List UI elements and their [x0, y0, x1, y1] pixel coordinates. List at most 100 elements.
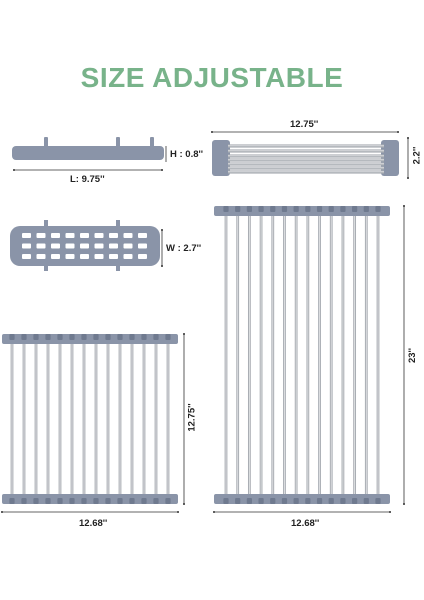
rack-clip — [352, 498, 358, 504]
rack-clip — [153, 334, 159, 340]
tray-slot — [22, 233, 31, 238]
rack-clip — [258, 498, 264, 504]
tray-slot — [109, 233, 118, 238]
rack-clip — [57, 334, 63, 340]
open-width-label: 12.68'' — [291, 518, 320, 529]
tray-slot — [138, 254, 147, 259]
tray-slot — [51, 233, 60, 238]
tray-slot — [80, 243, 89, 249]
tray-slot — [65, 254, 75, 259]
rack-clip — [363, 498, 369, 504]
rack-clip — [105, 498, 111, 504]
tray-slot — [123, 233, 133, 238]
rack-clip — [270, 498, 276, 504]
rack-clip — [141, 498, 147, 504]
rack-clip — [246, 206, 252, 212]
rack-clip — [21, 334, 27, 340]
rack-clip — [375, 206, 381, 212]
tray-slot — [123, 254, 133, 259]
tray-slot — [109, 243, 118, 249]
tray-slot — [94, 243, 104, 249]
rack-clip — [316, 206, 323, 212]
rack-clip — [45, 498, 51, 504]
tray-slot — [22, 243, 31, 249]
tray-slot — [36, 254, 46, 259]
rack-clip — [223, 498, 229, 504]
tray-slot — [65, 243, 75, 249]
tray-width-label: W : 2.7'' — [166, 243, 202, 254]
rack-clip — [258, 206, 264, 212]
rack-clip — [69, 334, 75, 340]
rack-clip — [340, 206, 346, 212]
rack-clip — [375, 498, 381, 504]
open-rack-full — [214, 206, 390, 504]
tray-slot — [51, 243, 60, 249]
rack-clip — [281, 206, 288, 212]
tray-slot — [36, 233, 46, 238]
tray-side-peg — [44, 137, 48, 147]
rack-clip — [117, 498, 123, 504]
rack-clip — [328, 498, 334, 504]
tray-side-body — [12, 146, 164, 160]
rack-clip — [352, 206, 358, 212]
tray-slot — [22, 254, 31, 259]
rack-clip — [9, 498, 15, 504]
rack-clip — [316, 498, 323, 504]
rack-clip — [235, 498, 241, 504]
rack-clip — [281, 498, 288, 504]
rack-clip — [69, 498, 75, 504]
rack-clip — [153, 498, 159, 504]
tray-slot — [94, 233, 104, 238]
rack-clip — [93, 334, 99, 340]
rack-clip — [57, 498, 63, 504]
half-length-label: 12.75'' — [186, 403, 198, 432]
open-rack-half — [2, 334, 178, 504]
rack-clip — [105, 334, 111, 340]
tray-slot — [94, 254, 104, 259]
page-title: SIZE ADJUSTABLE — [80, 62, 344, 93]
rack-clip — [81, 498, 87, 504]
rolled-length-label: 12.75'' — [290, 119, 319, 130]
tray-slot — [65, 233, 75, 238]
rack-clip — [223, 206, 229, 212]
tray-slot — [51, 254, 60, 259]
rack-clip — [45, 334, 51, 340]
rack-clip — [246, 498, 252, 504]
tray-slot — [138, 233, 147, 238]
rack-clip — [165, 334, 171, 340]
rack-clip — [235, 206, 241, 212]
tray-slot — [138, 243, 147, 249]
tray-slot — [36, 243, 46, 249]
rack-clip — [33, 498, 39, 504]
tray-slot — [80, 254, 89, 259]
tray-side-peg — [150, 137, 154, 147]
rack-clip — [33, 334, 39, 340]
rack-clip — [293, 498, 299, 504]
open-length-label: 23'' — [407, 347, 419, 364]
rack-clip — [9, 334, 15, 340]
rack-clip — [141, 334, 147, 340]
rack-clip — [117, 334, 123, 340]
tray-top-view — [10, 220, 160, 271]
rack-clip — [270, 206, 276, 212]
rack-clip — [129, 334, 135, 340]
rolled-height-label: 2.2'' — [411, 146, 423, 165]
rack-clip — [305, 206, 311, 212]
tray-side-peg — [116, 137, 120, 147]
tray-slot — [123, 243, 133, 249]
half-width-label: 12.68'' — [79, 518, 108, 529]
rack-clip — [81, 334, 87, 340]
rack-clip — [165, 498, 171, 504]
rack-clip — [293, 206, 299, 212]
tray-height-label: H : 0.8'' — [170, 149, 204, 160]
tray-length-label: L: 9.75'' — [70, 174, 105, 185]
rack-clip — [340, 498, 346, 504]
rack-clip — [363, 206, 369, 212]
rack-clip — [328, 206, 334, 212]
rolled-rack — [212, 140, 399, 176]
rack-clip — [305, 498, 311, 504]
tray-side-view — [12, 137, 164, 160]
rack-clip — [93, 498, 99, 504]
tray-slot — [80, 233, 89, 238]
